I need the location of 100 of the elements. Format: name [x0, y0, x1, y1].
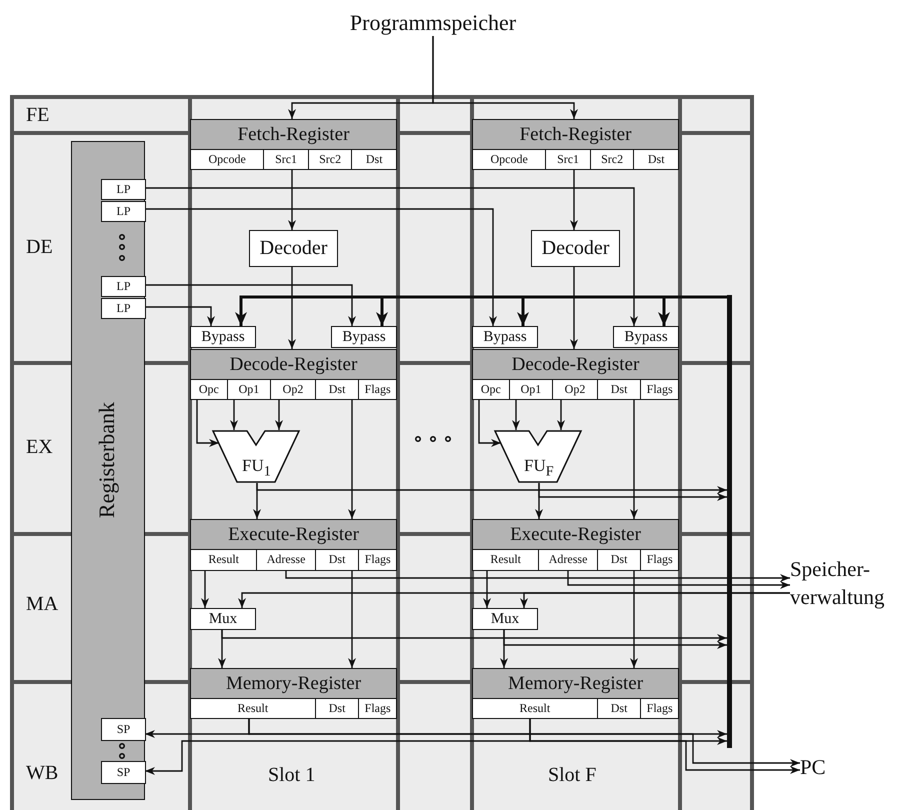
arrow — [196, 400, 219, 447]
pipeline-register — [472, 119, 679, 170]
register-title: Memory-Register — [473, 669, 678, 699]
register-field: Flags — [640, 549, 678, 570]
pipeline-register — [190, 349, 397, 400]
register-field: Result — [473, 698, 597, 718]
register-field: Result — [191, 698, 315, 718]
register-field: Dst — [596, 549, 640, 570]
register-port: LP — [101, 201, 146, 222]
arrow — [256, 483, 727, 494]
alu-label: FU$_{F}$ — [524, 456, 554, 480]
stage-label: WB — [26, 762, 58, 785]
arrow — [570, 267, 578, 349]
register-field: Src2 — [590, 149, 634, 169]
arrow — [630, 400, 638, 519]
register-field: Op2 — [552, 379, 597, 399]
register-field: Op2 — [270, 379, 315, 399]
arrow — [201, 571, 209, 608]
register-port: LP — [101, 179, 146, 200]
register-port: SP — [101, 761, 146, 784]
register-field: Op1 — [508, 379, 552, 399]
register-field: Src2 — [308, 149, 352, 169]
arrow — [230, 400, 238, 430]
arrow — [285, 571, 790, 582]
register-field: Adresse — [256, 549, 315, 570]
register-title: Fetch-Register — [473, 120, 678, 150]
arrow — [248, 719, 800, 767]
arrow — [275, 400, 283, 430]
register-field: Src1 — [263, 149, 308, 169]
register-title: Execute-Register — [473, 520, 678, 550]
memory-label: Programmspeicher — [343, 8, 523, 38]
forwarding-bus — [727, 295, 732, 748]
alu-symbol — [212, 430, 300, 483]
pipeline-register — [472, 668, 679, 719]
pipeline-register — [190, 119, 397, 170]
arrow — [503, 630, 727, 649]
bypass-box: Bypass — [190, 326, 256, 348]
arrow — [221, 630, 727, 642]
memory-unit-label: Speicher- verwaltung — [790, 552, 904, 614]
register-field: Flags — [358, 698, 396, 718]
register-port: LP — [101, 298, 146, 319]
register-title: Memory-Register — [191, 669, 396, 699]
register-field: Flags — [358, 379, 396, 399]
register-field: Opc — [191, 379, 227, 399]
alu-symbol — [494, 430, 582, 483]
stage-label: DE — [26, 236, 53, 259]
register-field: Dst — [596, 379, 640, 399]
alu-label: FU$_{1}$ — [242, 456, 271, 480]
register-title: Execute-Register — [191, 520, 396, 550]
register-field: Flags — [640, 698, 678, 718]
arrow — [630, 571, 638, 668]
arrow — [348, 400, 356, 519]
multiplexer-box: Mux — [190, 608, 256, 630]
arrow — [567, 571, 790, 589]
arrow — [288, 267, 296, 349]
register-field: Dst — [633, 149, 678, 169]
multiplexer-box: Mux — [472, 608, 538, 630]
arrow — [145, 187, 638, 326]
register-field: Dst — [314, 379, 358, 399]
arrow — [570, 170, 578, 230]
arrow — [538, 483, 727, 501]
arrow — [478, 400, 501, 447]
bypass-box: Bypass — [472, 326, 538, 348]
register-title: Fetch-Register — [191, 120, 396, 150]
register-field: Op1 — [226, 379, 270, 399]
register-port: LP — [101, 276, 146, 297]
pipeline-register — [472, 349, 679, 400]
arrow — [483, 571, 491, 608]
register-bank — [71, 141, 145, 800]
register-field: Opc — [473, 379, 509, 399]
register-field: Dst — [314, 698, 358, 718]
pipeline-register — [190, 668, 397, 719]
arrow — [288, 170, 296, 230]
arrow — [348, 571, 356, 668]
register-field: Opcode — [191, 149, 264, 169]
pipeline-register — [190, 519, 397, 571]
register-field: Src1 — [545, 149, 590, 169]
stage-label: MA — [26, 593, 58, 616]
bypass-box: Bypass — [331, 326, 397, 348]
slot-label: Slot 1 — [268, 764, 316, 787]
stage-label: FE — [26, 104, 50, 127]
register-port: SP — [101, 718, 146, 741]
register-field: Adresse — [538, 549, 597, 570]
register-field: Flags — [640, 379, 678, 399]
stage-label: EX — [26, 436, 53, 459]
arrow — [529, 719, 800, 774]
arrow — [145, 208, 497, 326]
register-field: Flags — [358, 549, 396, 570]
pc-label: PC — [800, 752, 844, 782]
register-field: Dst — [596, 698, 640, 718]
arrow — [520, 592, 790, 608]
arrow — [145, 284, 356, 326]
arrow — [557, 400, 565, 430]
arrow — [432, 36, 578, 119]
arrow — [512, 400, 520, 430]
register-field: Dst — [351, 149, 396, 169]
register-title: Decode-Register — [191, 350, 396, 380]
decoder-box: Decoder — [531, 230, 620, 267]
decoder-box: Decoder — [249, 230, 338, 267]
register-title: Decode-Register — [473, 350, 678, 380]
